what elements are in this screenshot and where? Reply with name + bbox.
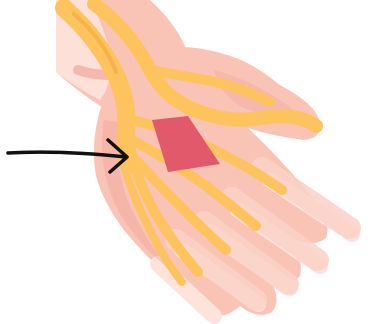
hand-illustration (0, 0, 371, 324)
